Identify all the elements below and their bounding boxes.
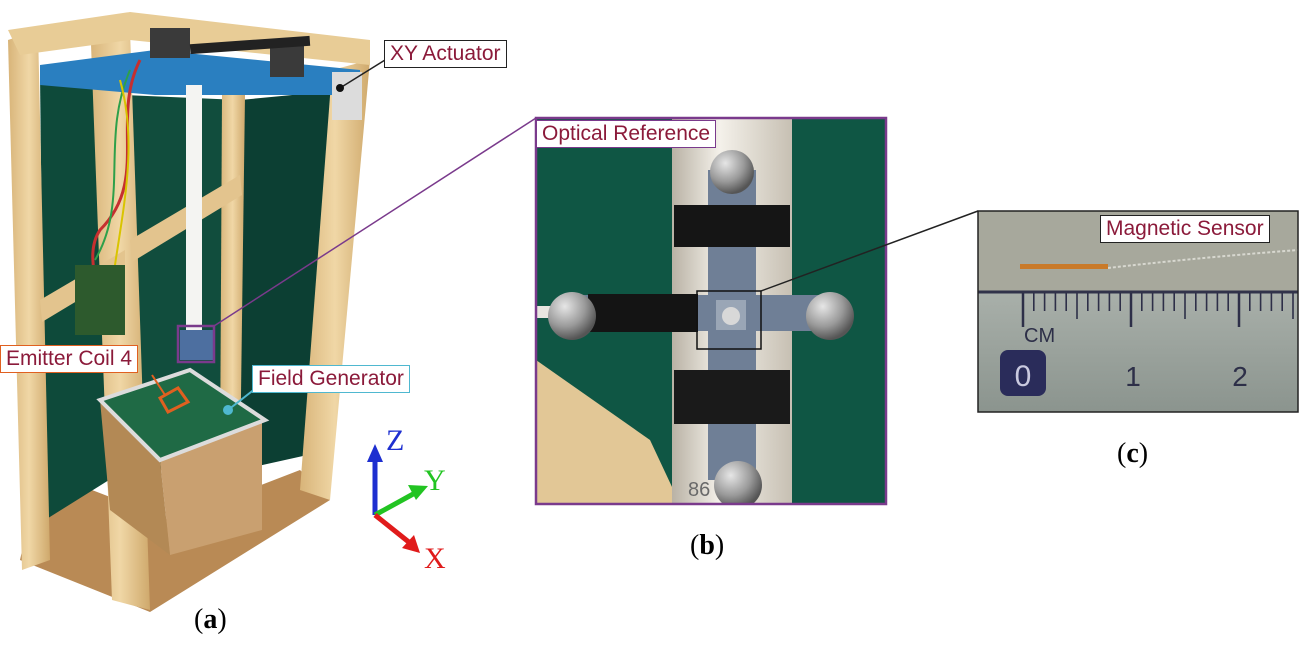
subfigure-b-letter: b bbox=[699, 530, 715, 561]
sensor-wire bbox=[1107, 249, 1298, 269]
z-axis-label: Z bbox=[386, 424, 405, 457]
panel-c-photo: 0 CM 1 2 bbox=[978, 211, 1298, 412]
x-axis-label: X bbox=[424, 542, 446, 575]
callout-xy-actuator: XY Actuator bbox=[384, 40, 507, 68]
cardboard-box-front bbox=[160, 420, 262, 555]
marker-sphere-right bbox=[806, 292, 854, 340]
ruler-ticks bbox=[1021, 293, 1294, 327]
panel-b-photo: 86 bbox=[536, 118, 886, 504]
magnetic-sensor bbox=[1020, 264, 1108, 269]
panel-a-photo bbox=[8, 12, 537, 612]
panel-b-frame bbox=[534, 116, 888, 506]
panel-c-frame bbox=[977, 210, 1299, 413]
leader-xy-actuator bbox=[339, 59, 386, 89]
zoom-line-b-to-c bbox=[760, 210, 979, 292]
callout-optical-reference: Optical Reference bbox=[536, 120, 717, 148]
callout-magnetic-sensor: Magnetic Sensor bbox=[1100, 215, 1270, 243]
subfigure-a-caption: (a) bbox=[194, 604, 227, 635]
y-axis-label: Y bbox=[424, 464, 446, 497]
y-axis-arrow bbox=[373, 490, 417, 518]
actuator-end-plate bbox=[332, 72, 362, 120]
coordinate-axes bbox=[367, 444, 428, 553]
cardboard-box-side bbox=[100, 400, 170, 555]
callout-field-generator: Field Generator bbox=[252, 365, 410, 393]
marker-sphere-top bbox=[710, 150, 754, 194]
electronics-board bbox=[75, 265, 125, 335]
x-axis-arrow bbox=[373, 513, 412, 545]
actuator-motor-2 bbox=[270, 45, 304, 77]
ruler-two-label: 2 bbox=[1232, 361, 1248, 392]
callout-emitter-coil: Emitter Coil 4 bbox=[0, 345, 139, 373]
ruler-zero-label: 0 bbox=[1015, 360, 1032, 393]
marker-sphere-bottom bbox=[714, 461, 762, 504]
wood-post-back-left bbox=[8, 30, 50, 570]
emitter-coil-outline bbox=[157, 386, 191, 414]
subfigure-a-letter: a bbox=[203, 604, 218, 635]
zoom-line-top bbox=[213, 117, 537, 327]
subfigure-c-caption: (c) bbox=[1117, 438, 1149, 469]
leader-dot-xy-actuator bbox=[336, 84, 344, 92]
panel-b-tape-bottom bbox=[674, 370, 790, 424]
vertical-rod bbox=[186, 85, 202, 345]
subfigure-b-caption: (b) bbox=[690, 530, 725, 561]
sensor-zoom-box bbox=[696, 290, 762, 350]
leader-dot-field-generator bbox=[223, 405, 233, 415]
field-generator-plate bbox=[96, 367, 270, 463]
leader-emitter-coil bbox=[151, 374, 166, 396]
tube-marking: 86 bbox=[688, 479, 710, 501]
ruler-one-label: 1 bbox=[1125, 361, 1141, 392]
cables-2 bbox=[94, 69, 131, 261]
optical-reference-marker-box bbox=[176, 324, 216, 364]
panel-b-wood-beam bbox=[536, 360, 680, 504]
ruler-zero-badge bbox=[1000, 350, 1046, 396]
ruler-unit-label: CM bbox=[1024, 325, 1055, 347]
panel-b-tape-top bbox=[674, 205, 790, 247]
sensor-hole bbox=[722, 307, 740, 325]
actuator-belt bbox=[189, 35, 311, 55]
marker-sphere-left bbox=[548, 292, 596, 340]
y-axis-arrowhead bbox=[408, 485, 428, 500]
panel-b-tape-left bbox=[588, 294, 698, 332]
x-axis-arrowhead bbox=[402, 535, 420, 553]
z-axis-arrowhead bbox=[367, 444, 383, 462]
rod-holder bbox=[180, 330, 214, 360]
subfigure-c-letter: c bbox=[1126, 438, 1139, 469]
actuator-motor-1 bbox=[150, 28, 190, 58]
